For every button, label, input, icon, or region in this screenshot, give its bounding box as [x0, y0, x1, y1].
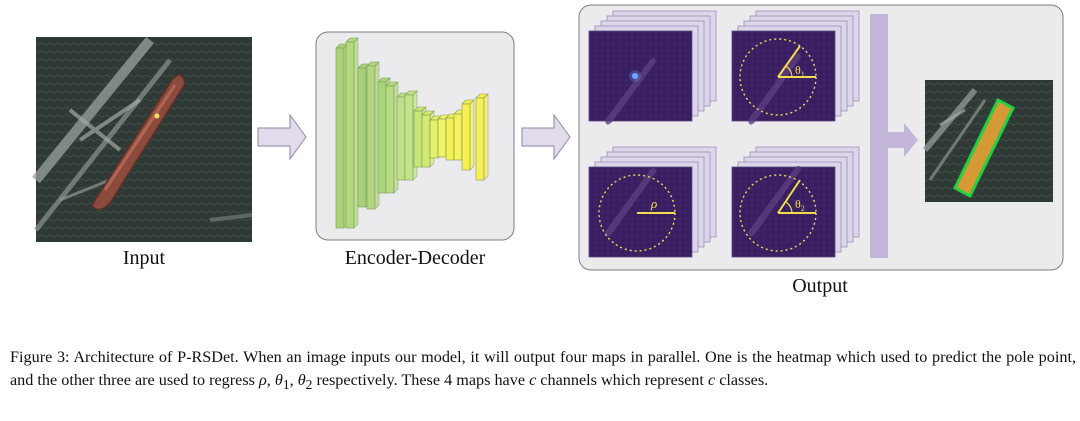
merge-bar — [870, 14, 888, 258]
rho-map: ρ — [598, 167, 676, 252]
flow-arrow-2 — [521, 113, 571, 161]
input-image — [32, 36, 253, 242]
theta1-symbol: θ1 — [795, 63, 805, 79]
layer-bar — [345, 37, 359, 229]
figure-caption: Figure 3: Architecture of P-RSDet. When … — [10, 348, 1076, 393]
encoder-decoder-layers — [335, 37, 489, 229]
theta2-map: θ2 — [739, 165, 817, 252]
layer-bar — [385, 81, 399, 194]
theta1-stack — [731, 10, 860, 122]
flow-arrow-1 — [257, 113, 307, 161]
encoder-decoder-label: Encoder-Decoder — [344, 247, 486, 269]
architecture-diagram: θ1 ρ θ2 — [32, 4, 1064, 271]
input-label: Input — [122, 247, 166, 269]
layer-bar — [461, 99, 475, 171]
layer-bar — [366, 61, 380, 210]
layer-bar — [475, 93, 489, 181]
rho-symbol: ρ — [650, 196, 657, 211]
theta2-symbol: θ2 — [795, 197, 805, 213]
output-label: Output — [792, 275, 848, 297]
heatmap-pole-point — [605, 57, 656, 125]
merge-arrow — [888, 123, 918, 157]
heatmap-stack — [588, 10, 717, 122]
result-image — [922, 80, 1053, 202]
theta1-map: θ1 — [739, 38, 817, 125]
